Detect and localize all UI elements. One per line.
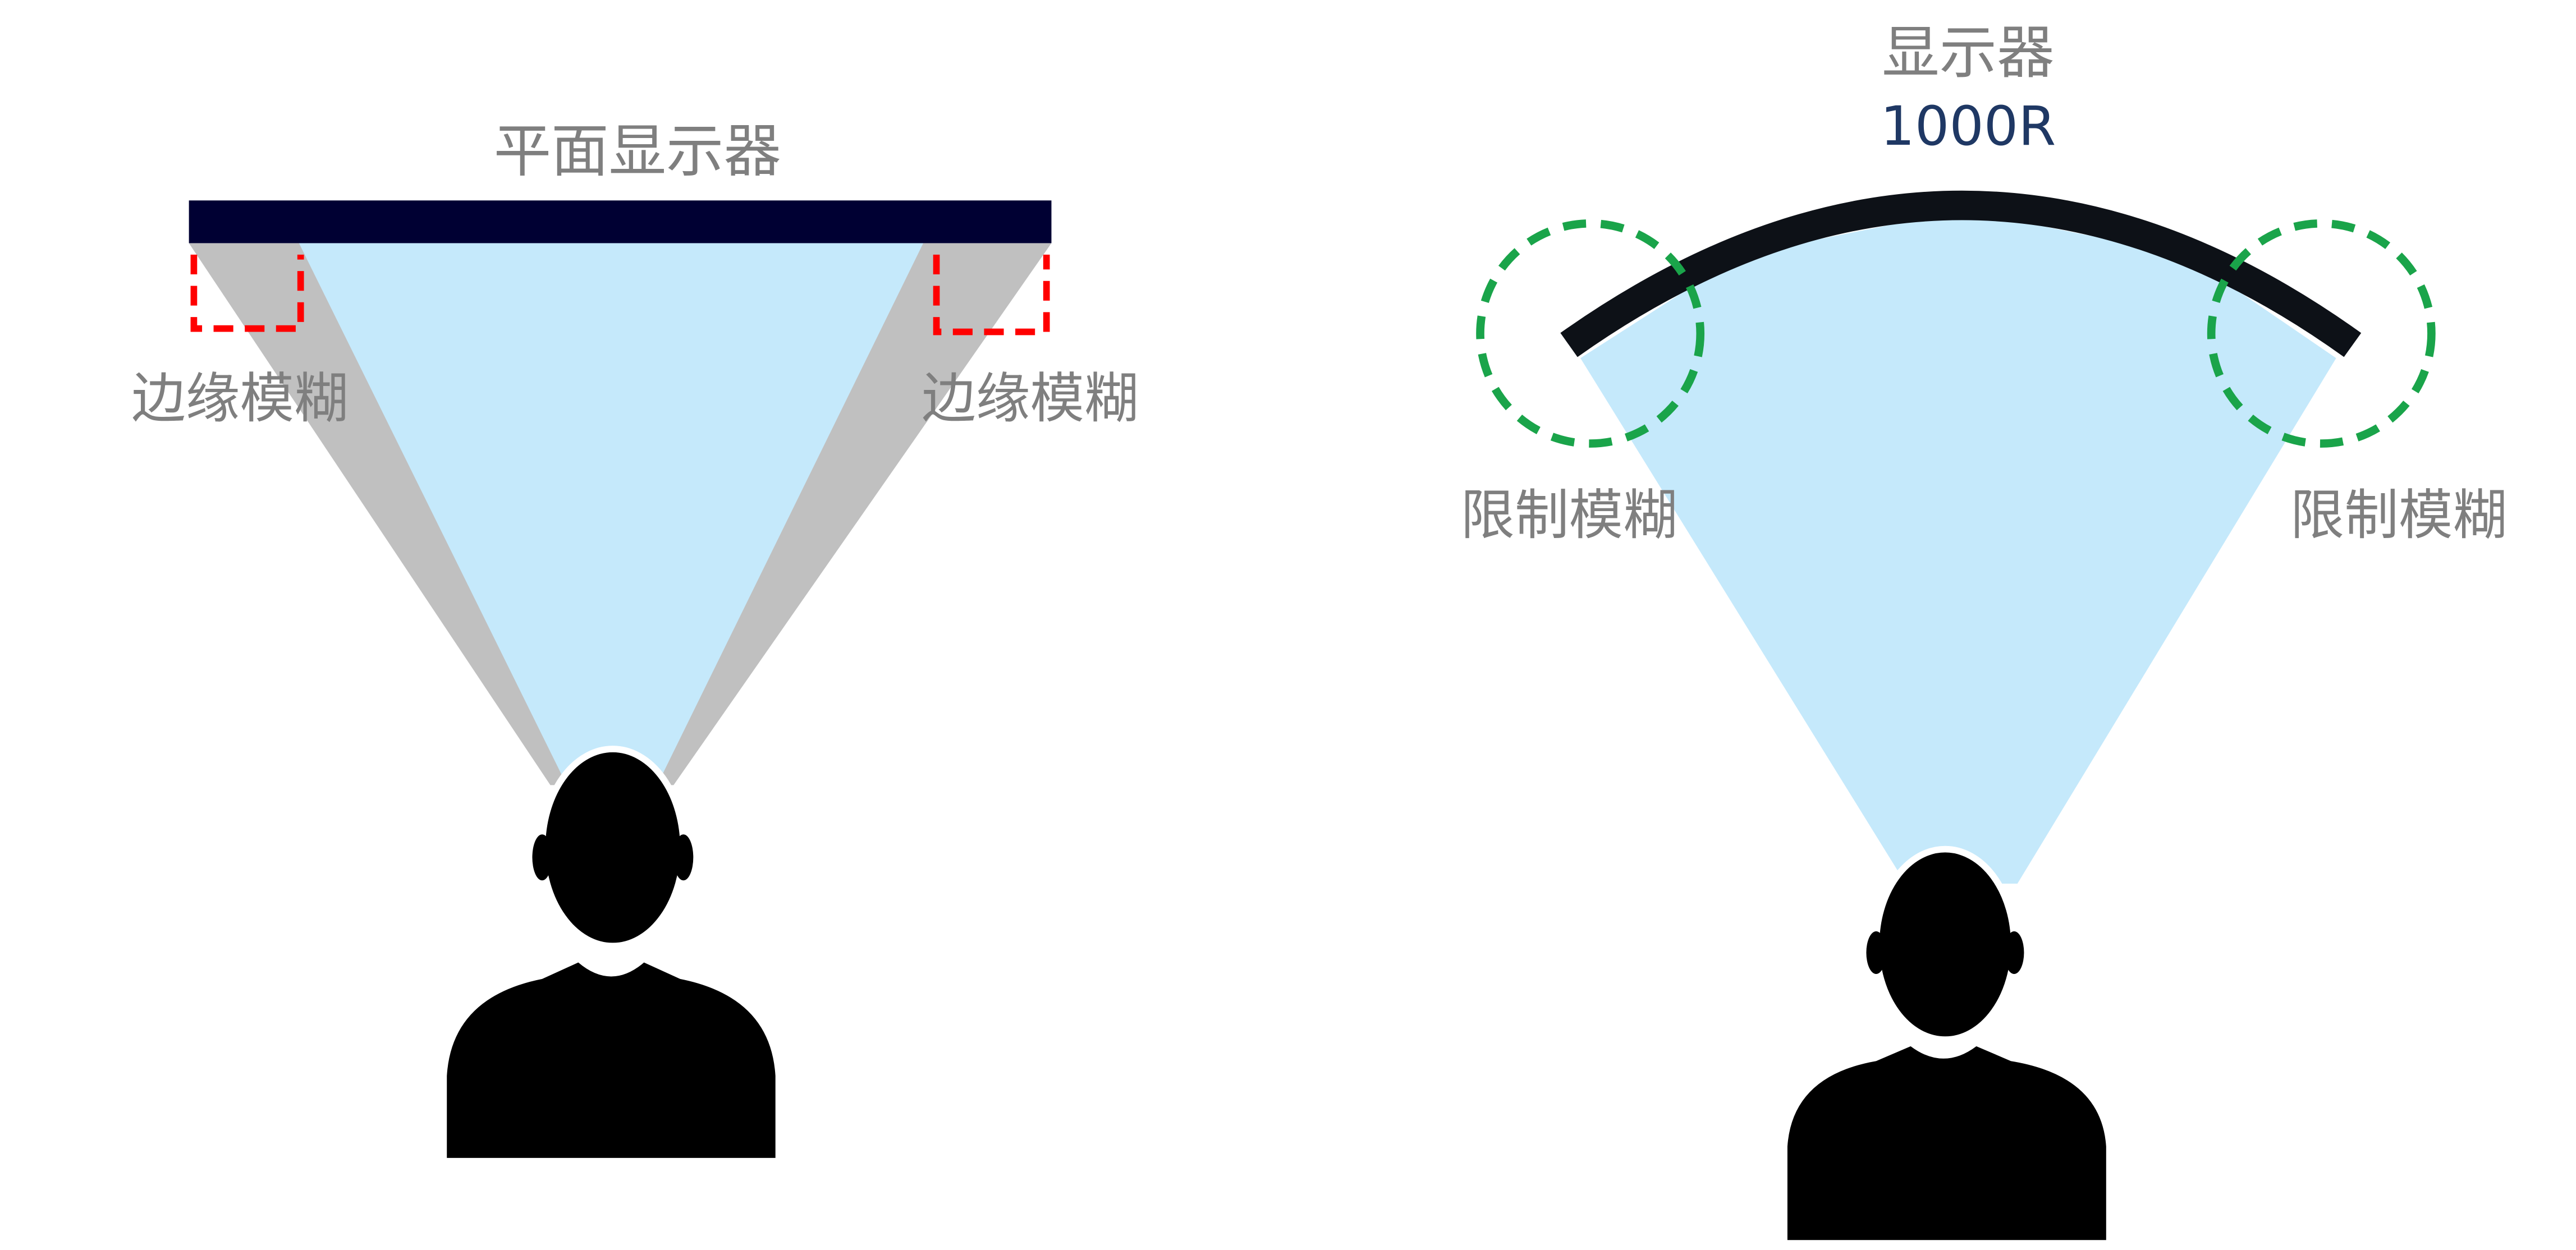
curved-monitor-title: 显示器 — [1882, 20, 2054, 86]
right-edge-blur-label: 边缘模糊 — [922, 367, 1138, 430]
right-edge-blur-marker — [933, 254, 1050, 336]
right-limit-blur-marker — [2207, 219, 2436, 448]
view-cone — [1580, 210, 2336, 884]
curved-monitor-bar — [1560, 190, 2362, 357]
curvature-label: 1000R — [1880, 94, 2056, 158]
flat-monitor-title: 平面显示器 — [494, 118, 781, 185]
right-limit-blur-label: 限制模糊 — [2290, 484, 2507, 547]
view-cone — [299, 243, 924, 785]
left-limit-blur-marker — [1476, 219, 1705, 448]
viewer-person-icon — [447, 746, 776, 1158]
flat-monitor-diagram: 平面显示器 边缘模糊 边缘模糊 — [131, 118, 1139, 1158]
viewer-person-icon — [1787, 845, 2106, 1240]
left-edge-blur-marker — [190, 254, 304, 332]
curved-monitor-diagram: 显示器 1000R 限制模糊 限制模糊 — [1460, 20, 2507, 1240]
left-edge-blur-label: 边缘模糊 — [131, 367, 348, 430]
left-limit-blur-label: 限制模糊 — [1460, 484, 1677, 547]
flat-monitor-bar — [189, 200, 1052, 243]
